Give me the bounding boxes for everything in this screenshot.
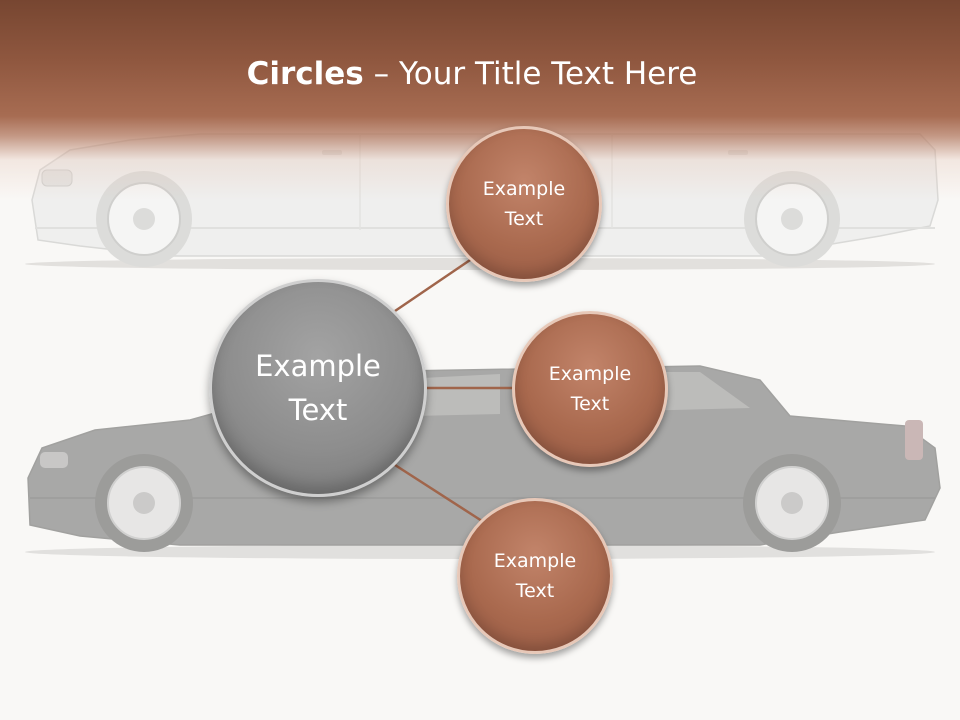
node-middle-line2: Text <box>570 393 610 415</box>
node-circle-bottom: Example Text <box>457 498 613 654</box>
title-strong: Circles <box>246 56 364 92</box>
center-circle-line2: Text <box>288 393 348 427</box>
connector-top <box>394 254 477 313</box>
node-circle-middle: Example Text <box>512 311 668 467</box>
center-circle: Example Text <box>209 279 427 497</box>
node-circle-top: Example Text <box>446 126 602 282</box>
node-bottom-line1: Example <box>493 550 577 572</box>
slide-title: Circles – Your Title Text Here <box>0 52 944 96</box>
node-bottom-line2: Text <box>515 580 555 602</box>
node-top-line1: Example <box>482 178 566 200</box>
title-rest: – Your Title Text Here <box>363 56 698 92</box>
node-middle-line1: Example <box>548 363 632 385</box>
node-top-line2: Text <box>504 208 544 230</box>
connector-bottom <box>394 463 483 523</box>
center-circle-line1: Example <box>255 349 381 383</box>
